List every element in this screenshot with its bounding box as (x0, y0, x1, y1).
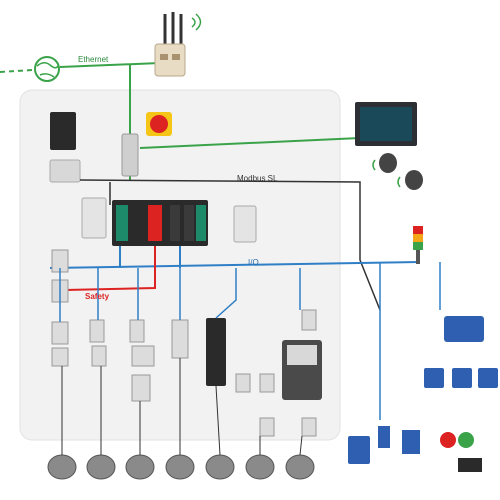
modbus-line (79, 179, 381, 311)
wifi-icon (191, 13, 202, 31)
io-label: I/O (248, 258, 259, 267)
ethernet-line (59, 62, 161, 68)
safety-label: Safety (85, 292, 110, 301)
main-breaker[interactable] (50, 112, 76, 150)
wireless-button-1[interactable] (372, 153, 397, 173)
motor-icon (47, 454, 315, 480)
power-meter (49, 159, 81, 183)
ethernet-label: Ethernet (78, 55, 109, 64)
io-line (49, 261, 421, 269)
sensors (348, 426, 482, 472)
wireless-receiver (233, 205, 257, 243)
emergency-stop-icon[interactable] (146, 112, 172, 136)
drive-icon[interactable] (206, 318, 322, 400)
plc-rack[interactable] (112, 200, 208, 246)
stack-light-icon[interactable] (413, 226, 423, 264)
io-wiring (59, 262, 441, 420)
ethernet-switch[interactable] (121, 133, 139, 177)
globe-icon (34, 56, 60, 82)
modbus-label: Modbus SL (237, 174, 278, 183)
ethernet-hmi (139, 137, 361, 149)
power-supply (81, 197, 107, 239)
motor-cables (61, 358, 303, 456)
remote-io-module[interactable] (424, 316, 498, 388)
contactor-row (51, 249, 317, 437)
safety-line (64, 246, 156, 291)
ethernet-dashed-link (0, 69, 33, 73)
router-antenna-icon[interactable] (154, 12, 186, 77)
wireless-button-2[interactable] (397, 170, 423, 190)
hmi-screen-icon[interactable] (355, 102, 417, 146)
